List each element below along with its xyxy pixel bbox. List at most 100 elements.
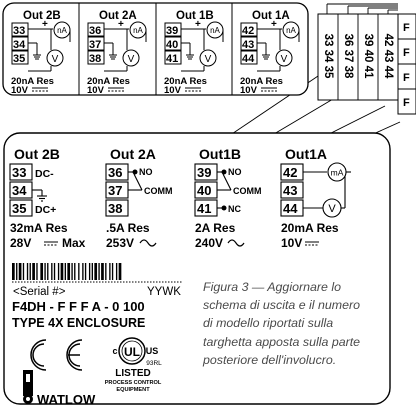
top-terminal-number: 42 xyxy=(242,25,254,37)
label-terminal-number: 36 xyxy=(108,165,122,180)
brand-name: WATLOW xyxy=(37,392,96,407)
caption-line: targhetta apposta sulla parte xyxy=(203,334,361,349)
top-terminal-number: 38 xyxy=(89,53,101,65)
ac-symbol-icon xyxy=(227,239,245,247)
label-column-title: Out 2B xyxy=(14,146,60,162)
voltage-symbols: Max xyxy=(44,236,319,250)
label-terminal-number: 43 xyxy=(283,183,297,198)
top-terminal-box xyxy=(240,50,258,65)
listed-line-1: PROCESS CONTROL xyxy=(105,380,162,386)
label-terminal-box xyxy=(105,199,129,217)
label-rating: 32mA Res xyxy=(10,221,68,235)
pin-label-comm: COMM xyxy=(144,186,173,196)
figure-caption: Figura 3 — Aggiornare lo schema di uscit… xyxy=(203,278,416,369)
plus-sign-text: + xyxy=(271,19,277,30)
label-column-title: Out1A xyxy=(285,146,327,162)
enclosure-rating: TYPE 4X ENCLOSURE xyxy=(12,316,145,330)
ul-listed-mark-icon: UL c US 93RL LISTED PROCESS CONTROL EQUI… xyxy=(105,337,162,393)
ammeter-unit: nA xyxy=(286,26,296,35)
top-voltage: 10V xyxy=(164,85,182,96)
label-terminal-box xyxy=(280,181,304,199)
serial-label: <Serial #> xyxy=(13,286,66,298)
label-terminal-number: 38 xyxy=(108,201,122,216)
label-terminal-number: 35 xyxy=(12,201,26,216)
label-terminal-number: 39 xyxy=(197,165,211,180)
voltmeter-unit: V xyxy=(52,54,59,65)
top-column-title: Out 1B xyxy=(176,10,214,22)
plus-sign-text: + xyxy=(195,19,201,30)
label-terminal-number: 37 xyxy=(108,183,122,198)
label-terminal-number: 34 xyxy=(12,183,27,198)
ul-code: 93RL xyxy=(146,360,162,367)
ul-mark: UL xyxy=(124,345,140,359)
top-rating: 20nA Res xyxy=(87,76,130,87)
label-terminal-number: 40 xyxy=(197,183,211,198)
top-voltage: 10V xyxy=(11,85,29,96)
pin-label-nc: NC xyxy=(228,204,241,214)
top-terminal-number: 36 xyxy=(89,25,101,37)
top-terminal-number: 35 xyxy=(13,53,25,65)
label-terminal-number: 42 xyxy=(283,165,297,180)
top-terminal-number: 44 xyxy=(242,53,255,65)
plus-sign-text: + xyxy=(118,19,124,30)
top-rating: 20nA Res xyxy=(240,76,283,87)
top-column-title: Out 2B xyxy=(23,10,61,22)
ammeter-unit: mA xyxy=(331,168,344,178)
pin-label-comm: COMM xyxy=(233,186,262,196)
connector-tab-label: F xyxy=(403,97,410,109)
watlow-logo: WATLOW xyxy=(23,370,96,407)
label-terminal-box xyxy=(9,163,33,181)
label-terminal-number: 41 xyxy=(197,201,211,216)
label-terminal-number: 44 xyxy=(283,201,298,216)
ammeter-unit: nA xyxy=(57,26,67,35)
pin-label: DC+ xyxy=(35,204,56,216)
voltmeter-icon xyxy=(322,198,342,218)
listed-line-2: EQUIPMENT xyxy=(116,387,150,393)
pin-label: DC- xyxy=(35,168,54,180)
label-rating: .5A Res xyxy=(106,221,150,235)
top-terminal-number: 41 xyxy=(166,53,178,65)
connector-terminal-group: 42 43 44 xyxy=(382,34,394,79)
caption-line: Figura 3 — Aggiornare lo xyxy=(203,280,341,294)
top-terminal-number: 39 xyxy=(166,25,178,37)
ul-right: US xyxy=(146,346,159,356)
top-terminal-box xyxy=(11,50,29,65)
label-terminal-box xyxy=(9,199,33,217)
label-voltage: 28V xyxy=(10,236,31,250)
conformity-c-mark-icon xyxy=(30,339,47,371)
date-code: YYWK xyxy=(147,286,181,298)
label-voltage: 253V xyxy=(106,236,134,250)
voltmeter-unit: V xyxy=(205,54,212,65)
label-rating: 2A Res xyxy=(195,221,236,235)
top-voltage: 10V xyxy=(87,85,105,96)
label-column-title: Out1B xyxy=(199,146,241,162)
pin-label-no: NO xyxy=(139,167,153,177)
voltmeter-icon xyxy=(199,49,217,67)
top-terminal-number: 40 xyxy=(166,39,178,51)
caption-line: posteriore dell'involucro. xyxy=(203,352,337,367)
top-terminal-number: 33 xyxy=(13,25,25,37)
ammeter-icon xyxy=(327,162,347,182)
ac-symbol-icon xyxy=(139,239,157,247)
label-column-title: Out 2A xyxy=(110,146,156,162)
voltmeter-icon xyxy=(46,49,64,67)
voltmeter-icon xyxy=(275,49,293,67)
label-rating: 20mA Res xyxy=(281,221,339,235)
label-voltage: 240V xyxy=(195,236,223,250)
ammeter-unit: nA xyxy=(210,26,220,35)
pin-label-no: NO xyxy=(228,167,242,177)
caption-line: di modello riportati sulla xyxy=(203,316,334,331)
plus-sign-text: + xyxy=(42,19,48,30)
top-terminal-number: 43 xyxy=(242,39,254,51)
listed-text: LISTED xyxy=(115,368,151,379)
top-rating: 20nA Res xyxy=(164,76,207,87)
top-terminal-number: 37 xyxy=(89,39,101,51)
